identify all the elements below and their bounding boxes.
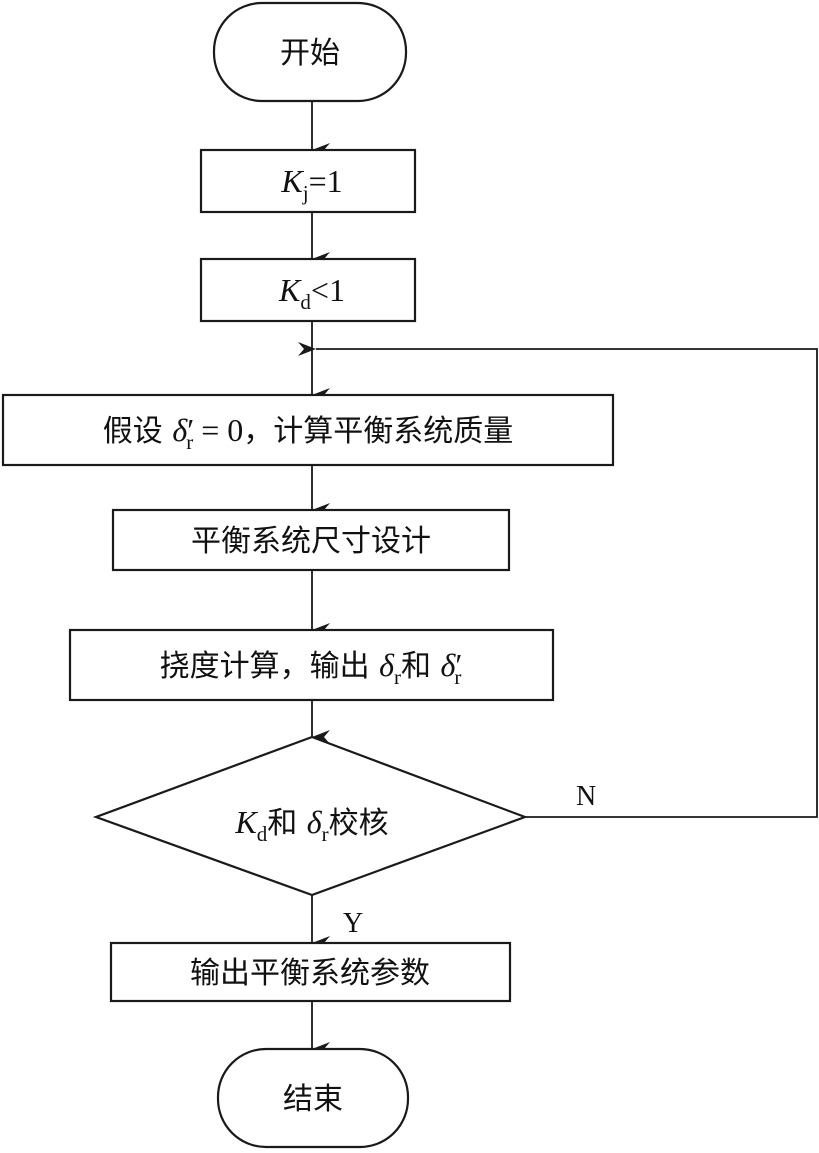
branch-yes-label: Y — [343, 908, 363, 939]
kd-relation: <1 — [311, 272, 345, 308]
check-text: Kd和 δr校核 — [234, 804, 388, 846]
assume-prefix: 假设 — [103, 414, 173, 449]
kd-subscript: d — [300, 290, 311, 314]
deflection-subscript-1: r — [394, 665, 401, 689]
output-label: 输出平衡系统参数 — [190, 956, 430, 991]
deflection-delta-symbol: δ — [379, 647, 395, 683]
check-suffix: 校核 — [329, 806, 389, 841]
kd-symbol: K — [278, 272, 302, 308]
design-node: 平衡系统尺寸设计 — [111, 508, 511, 572]
kd-cond-node: Kd<1 — [199, 257, 417, 323]
check-decision-node: Kd和 δr校核 — [92, 735, 529, 897]
connector-feedback-no — [298, 342, 818, 818]
deflection-text: 挠度计算，输出 δr和 δ′r — [160, 647, 463, 689]
kj-relation: =1 — [309, 163, 343, 199]
deflection-joiner: 和 — [401, 649, 441, 684]
deflection-subscript-2: r — [454, 665, 461, 689]
assume-delta-symbol: δ — [172, 412, 188, 448]
assume-subscript: r — [186, 430, 193, 454]
end-label: 结束 — [283, 1082, 343, 1117]
kd-cond-text: Kd<1 — [278, 272, 345, 314]
assume-suffix: ，计算平衡系统质量 — [243, 414, 513, 449]
kj-init-node: Kj=1 — [199, 148, 417, 214]
check-k-symbol: K — [234, 804, 258, 840]
design-label: 平衡系统尺寸设计 — [191, 524, 431, 559]
start-node: 开始 — [212, 1, 408, 103]
check-k-subscript: d — [257, 822, 268, 846]
check-delta-subscript: r — [322, 822, 329, 846]
output-node: 输出平衡系统参数 — [109, 941, 512, 1003]
start-label: 开始 — [280, 36, 340, 71]
kj-init-text: Kj=1 — [280, 163, 342, 205]
assume-prime: ′ — [187, 412, 194, 448]
end-node: 结束 — [216, 1047, 410, 1149]
deflection-prefix: 挠度计算，输出 — [160, 649, 380, 684]
check-delta-symbol: δ — [307, 804, 323, 840]
deflection-prime: ′ — [455, 647, 462, 683]
kj-subscript: j — [302, 181, 309, 205]
assume-relation: = 0 — [193, 412, 243, 448]
kj-symbol: K — [280, 163, 304, 199]
assume-text: 假设 δ′r = 0，计算平衡系统质量 — [103, 412, 513, 454]
assume-node: 假设 δ′r = 0，计算平衡系统质量 — [1, 393, 615, 467]
deflection-delta-prime-symbol: δ — [441, 647, 457, 683]
deflection-node: 挠度计算，输出 δr和 δ′r — [68, 628, 555, 702]
branch-no-label: N — [576, 781, 596, 812]
check-joiner: 和 — [267, 806, 307, 841]
